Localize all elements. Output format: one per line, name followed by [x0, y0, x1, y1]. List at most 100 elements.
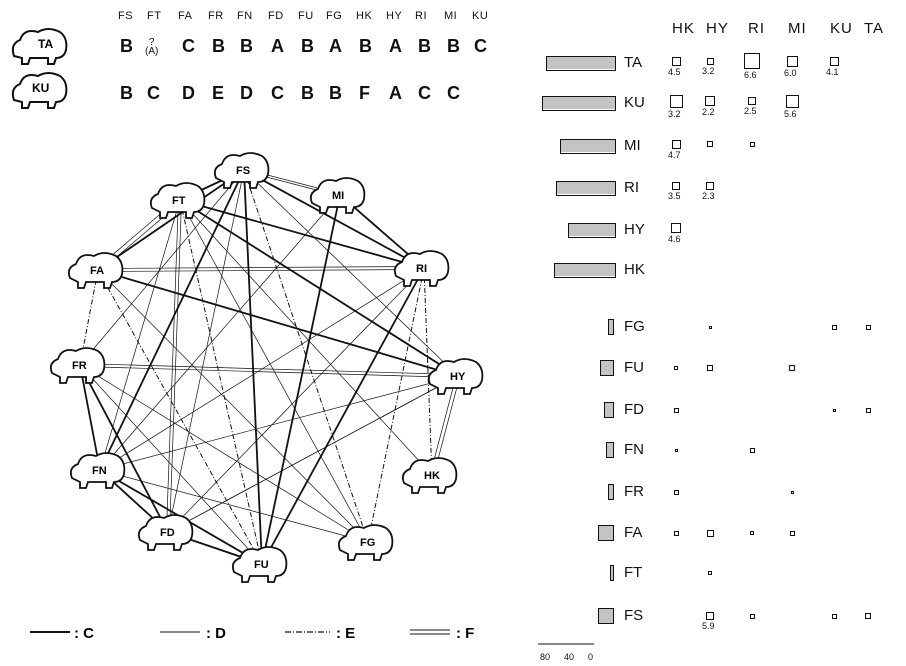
bar-hk — [554, 263, 616, 278]
code-header-hk: HK — [356, 10, 373, 22]
code-header-fd: FD — [268, 10, 284, 22]
bar-fs — [598, 608, 614, 624]
cell-ta-ri — [744, 53, 760, 69]
cell-fu-hk — [674, 366, 678, 370]
edge-fa-ri — [96, 266, 423, 269]
ku-label: KU — [32, 81, 49, 95]
ku-grade-fs: B — [120, 83, 133, 103]
edge-hy-hk — [430, 374, 457, 474]
cell-value: 6.6 — [744, 70, 757, 80]
row-label-ri: RI — [624, 179, 639, 196]
cell-fd-ta — [865, 407, 871, 413]
cell-fg-hy — [708, 325, 712, 329]
ku-grade-hy: A — [389, 83, 402, 103]
edge-fs-ri — [243, 169, 425, 269]
node-label-fn: FN — [92, 465, 107, 477]
node-label-fg: FG — [360, 537, 375, 549]
ku-grade-ri: C — [418, 83, 431, 103]
legend-label-d: : D — [206, 625, 226, 642]
edge-fa-hy — [97, 269, 459, 377]
code-header-ku: KU — [472, 10, 489, 22]
cell-ku-ri — [748, 97, 756, 105]
cell-fa-hk — [673, 530, 679, 536]
cell-fs-hy — [706, 612, 714, 620]
bar-ku — [542, 96, 616, 111]
cell-fa-mi — [789, 530, 795, 536]
bar-ft — [610, 565, 614, 581]
edge-fs-fr — [79, 169, 245, 366]
cell-ku-hk — [669, 94, 683, 108]
row-label-fn: FN — [624, 441, 644, 458]
edge-fs-fd — [167, 169, 245, 533]
ta-grade-ft: ?(A) — [145, 37, 159, 57]
row-label-ta: TA — [624, 54, 643, 71]
row-label-fa: FA — [624, 524, 643, 541]
cell-value: 4.7 — [668, 149, 681, 160]
legend-item-f: : F — [410, 625, 474, 642]
col-header-hy: HY — [706, 20, 729, 37]
bar-fg — [608, 319, 614, 335]
network-edges — [78, 168, 460, 565]
edge-ft-hk — [179, 199, 433, 476]
cell-ku-mi — [785, 94, 799, 108]
bar-fr — [608, 484, 614, 500]
row-label-ku: KU — [624, 94, 645, 111]
edge-ri-hk — [423, 267, 433, 476]
edge-fs-fu — [243, 169, 263, 565]
scale-bar — [538, 643, 594, 645]
cell-fs-ta — [865, 613, 871, 619]
node-label-fd: FD — [160, 527, 175, 539]
edge-fn-hy — [99, 375, 459, 471]
edge-fs-hy — [243, 169, 459, 377]
edge-fr-fn — [79, 364, 101, 471]
node-label-hk: HK — [424, 470, 440, 482]
cell-value: 3.2 — [668, 108, 681, 119]
cell-value: 6.0 — [784, 67, 797, 78]
bar-fd — [604, 402, 614, 418]
cell-value: 4.6 — [668, 234, 681, 244]
cell-value: 2.2 — [702, 107, 715, 117]
cell-fg-ku — [831, 324, 837, 330]
row-label-hy: HY — [624, 221, 645, 238]
code-header-mi: MI — [444, 10, 458, 22]
cell-value: 4.1 — [826, 66, 839, 77]
bear-icon: FS — [213, 152, 270, 189]
ta-grade-fd: A — [271, 36, 284, 56]
cell-ta-mi — [786, 55, 798, 67]
ta-grade-fs: B — [120, 36, 133, 56]
edge-fd-hy — [167, 375, 459, 533]
edge-ri-fg — [367, 267, 425, 543]
edge-ft-fg — [179, 199, 369, 543]
ku-grade-fr: E — [212, 83, 225, 103]
edge-ft-fd — [166, 198, 179, 531]
ta-grade-fu: B — [301, 36, 314, 56]
ta-grade-hk: B — [359, 36, 372, 56]
cell-fn-hk — [674, 448, 678, 452]
edge-fr-hy — [78, 363, 457, 375]
cell-ri-hk — [672, 182, 680, 190]
cell-ta-hy — [706, 57, 714, 65]
node-label-fa: FA — [90, 265, 104, 277]
col-header-mi: MI — [788, 20, 807, 37]
legend-item-d: : D — [160, 625, 226, 642]
edge-mi-fu — [261, 194, 341, 565]
cell-value: 5.6 — [784, 108, 797, 119]
ku-grade-mi: C — [447, 83, 460, 103]
scale-label: 80 — [540, 652, 551, 662]
node-label-ri: RI — [416, 263, 427, 275]
legend-label-e: : E — [336, 625, 355, 642]
ku-grade-fu: B — [301, 83, 314, 103]
bar-fu — [600, 360, 614, 376]
row-label-fu: FU — [624, 359, 644, 376]
bear-icon: FD — [137, 514, 194, 551]
ku-grade-fn: D — [240, 83, 253, 103]
node-label-mi: MI — [332, 190, 344, 202]
cell-fs-ri — [749, 613, 755, 619]
edge-fa-ri — [99, 269, 426, 272]
edge-fs-fn — [99, 169, 245, 471]
legend-item-c: : C — [30, 625, 94, 642]
cell-hy-hk — [671, 223, 681, 233]
cell-value: 2.5 — [744, 106, 757, 116]
